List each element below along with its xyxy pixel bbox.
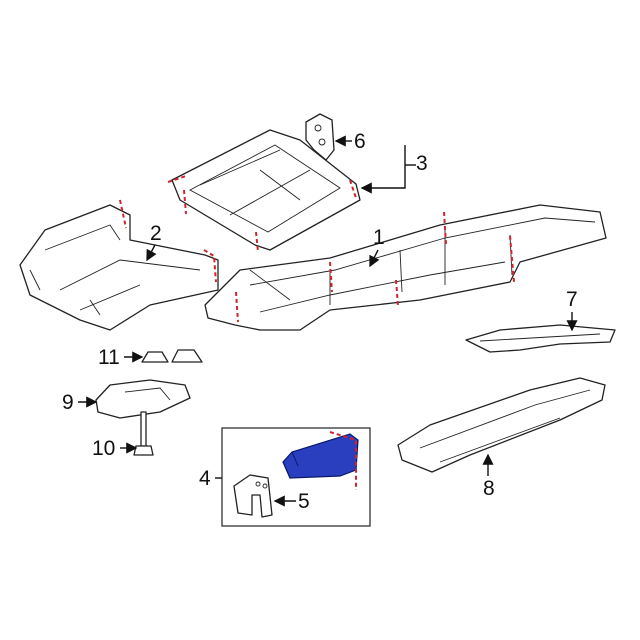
callout-1: 1 bbox=[373, 226, 385, 249]
part-11-mounts[interactable] bbox=[141, 349, 203, 363]
callout-5: 5 bbox=[298, 490, 310, 513]
part-1-main-frame[interactable] bbox=[204, 204, 607, 331]
part-9-bracket[interactable] bbox=[95, 379, 191, 419]
part-6-bracket[interactable] bbox=[305, 113, 335, 161]
part-7-skid-plate[interactable] bbox=[465, 324, 616, 353]
detail-box bbox=[221, 427, 371, 527]
callout-7: 7 bbox=[566, 288, 578, 311]
callout-2: 2 bbox=[150, 222, 162, 245]
callout-6: 6 bbox=[354, 130, 366, 153]
part-3-crossmember[interactable] bbox=[167, 129, 361, 253]
callout-8: 8 bbox=[483, 477, 495, 500]
part-4-frame-section-highlighted[interactable] bbox=[282, 431, 359, 490]
leader-lines bbox=[78, 135, 578, 507]
part-5-shim[interactable] bbox=[233, 474, 273, 518]
callout-10: 10 bbox=[92, 437, 116, 460]
part-2-front-frame[interactable] bbox=[19, 199, 219, 331]
part-10-bolt[interactable] bbox=[133, 411, 154, 456]
callout-9: 9 bbox=[62, 391, 74, 414]
callout-3: 3 bbox=[416, 152, 428, 175]
part-8-skid-plate[interactable] bbox=[397, 377, 606, 473]
callout-4: 4 bbox=[199, 467, 211, 490]
callout-11: 11 bbox=[98, 346, 120, 369]
